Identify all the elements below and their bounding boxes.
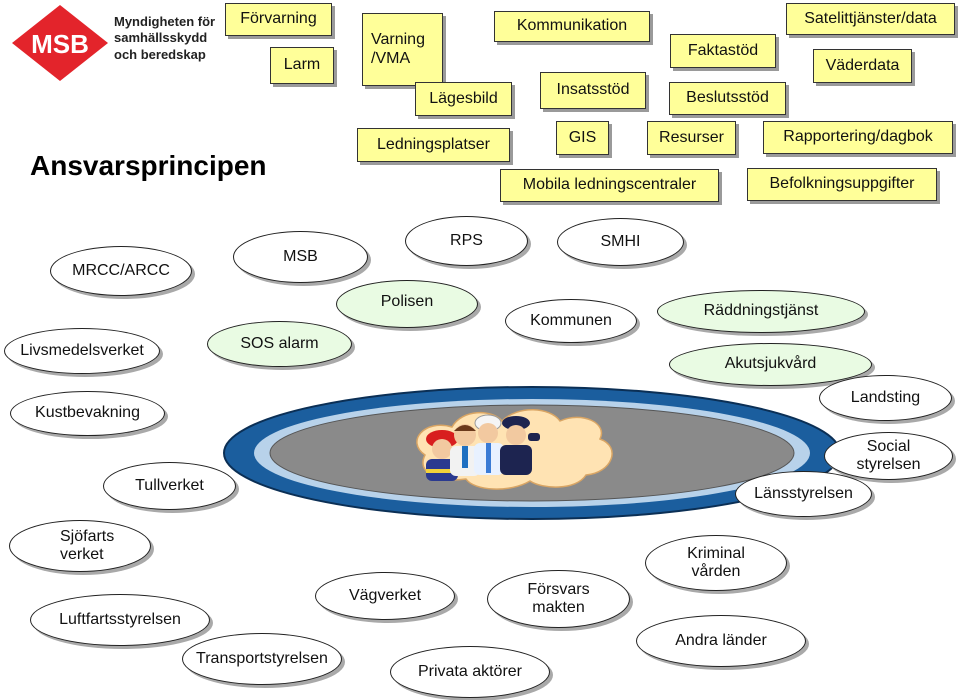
police-figure xyxy=(500,416,540,475)
box-faktastod: Faktastöd xyxy=(670,34,776,68)
box-kommunikation: Kommunikation xyxy=(494,11,650,42)
paramedic-figure xyxy=(474,414,504,475)
actor-andra-lander: Andra länder xyxy=(636,615,806,667)
actor-sjofartsverket: Sjöfarts verket xyxy=(9,520,151,572)
actor-forsvarsmakten: Försvars makten xyxy=(487,570,630,628)
actor-landsting: Landsting xyxy=(819,375,952,421)
actor-raddningstjanst: Räddningstjänst xyxy=(657,290,865,333)
actor-kriminalvarden: Kriminal vården xyxy=(645,535,787,591)
box-vaderdata: Väderdata xyxy=(813,49,912,83)
actor-rps: RPS xyxy=(405,216,528,266)
actor-privata-aktorer: Privata aktörer xyxy=(390,646,550,698)
actor-tullverket: Tullverket xyxy=(103,462,236,510)
box-satellit: Satelittjänster/data xyxy=(786,3,955,35)
actor-transportstyrelsen: Transportstyrelsen xyxy=(182,633,342,685)
actor-msb: MSB xyxy=(233,231,368,283)
box-mobila: Mobila ledningscentraler xyxy=(500,169,719,202)
box-beslutsstod: Beslutsstöd xyxy=(669,82,786,115)
actor-luftfartsstyrelsen: Luftfartsstyrelsen xyxy=(30,594,210,646)
box-varning: Varning /VMA xyxy=(362,13,443,86)
civilian-figure xyxy=(450,424,480,476)
box-larm: Larm xyxy=(270,47,334,84)
actor-livsmedelsverket: Livsmedelsverket xyxy=(4,328,160,374)
actor-mrcc-arcc: MRCC/ARCC xyxy=(50,246,192,296)
page-title: Ansvarsprincipen xyxy=(30,150,267,181)
box-rapportering: Rapportering/dagbok xyxy=(763,121,953,154)
actor-vagverket: Vägverket xyxy=(315,572,455,620)
msb-logo: MSB xyxy=(12,5,108,81)
box-lagesbild: Lägesbild xyxy=(415,82,512,116)
box-gis: GIS xyxy=(556,121,609,155)
box-resurser: Resurser xyxy=(647,121,736,155)
msb-logo-mark: MSB xyxy=(12,5,108,81)
actor-sos-alarm: SOS alarm xyxy=(207,321,352,367)
actor-lansstyrelsen: Länsstyrelsen xyxy=(735,471,872,517)
central-response-ring xyxy=(223,386,841,520)
actor-kustbevakning: Kustbevakning xyxy=(10,391,165,436)
actor-akutsjukvard: Akutsjukvård xyxy=(669,343,872,386)
actor-polisen: Polisen xyxy=(336,280,478,328)
box-forvarning: Förvarning xyxy=(225,3,332,36)
box-insatsstod: Insatsstöd xyxy=(540,72,646,109)
actor-smhi: SMHI xyxy=(557,218,684,266)
actor-socialstyrelsen: Social styrelsen xyxy=(824,432,953,480)
logo-abbr: MSB xyxy=(31,29,89,59)
actor-kommunen: Kommunen xyxy=(505,299,637,343)
box-ledningsplatser: Ledningsplatser xyxy=(357,128,510,162)
box-befolkning: Befolkningsuppgifter xyxy=(747,168,937,201)
logo-text: Myndigheten för samhällsskydd och bereds… xyxy=(114,14,216,62)
